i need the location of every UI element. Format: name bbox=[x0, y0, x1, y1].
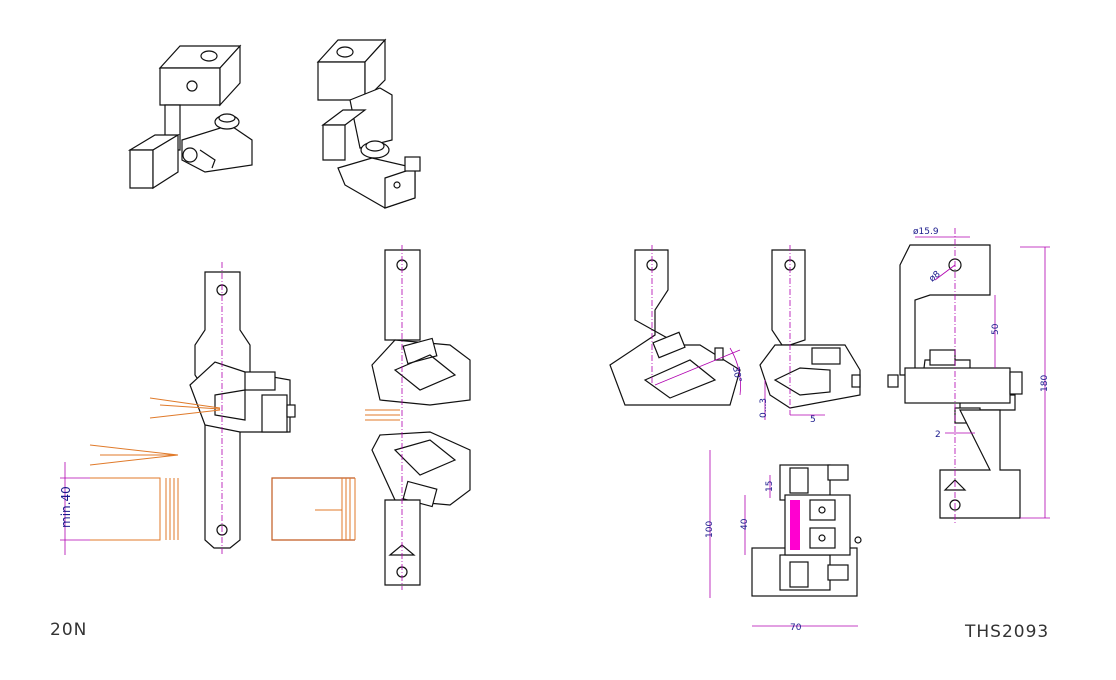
isometric-view-right bbox=[316, 38, 421, 209]
min-gap-label: min.40 bbox=[59, 486, 73, 528]
view-jaw-gap: 0...3 5 bbox=[759, 245, 861, 425]
model-caption-right: THS2093 bbox=[965, 622, 1050, 642]
view-top: 100 40 15 70 bbox=[705, 450, 862, 633]
range-label: 0...3 bbox=[759, 398, 769, 418]
view-side-frame: ø15.9 ø8 50 180 2 bbox=[887, 227, 1050, 525]
height-100-label: 100 bbox=[705, 521, 715, 538]
front-view-double-grip bbox=[365, 245, 471, 590]
width-40-label: 40 bbox=[740, 518, 750, 530]
angle-label: 30° bbox=[730, 366, 743, 383]
front-view-single-grip: min.40 bbox=[59, 262, 356, 555]
height-50-label: 50 bbox=[991, 323, 1001, 335]
height-180-label: 180 bbox=[1040, 375, 1050, 392]
model-caption-left: 20N bbox=[50, 620, 88, 640]
view-angled-jaw: 30° bbox=[609, 245, 743, 406]
width-70-label: 70 bbox=[790, 623, 802, 633]
offset-5-label: 5 bbox=[810, 415, 816, 425]
width-15-label: 15 bbox=[765, 481, 775, 492]
isometric-view-left bbox=[127, 44, 253, 190]
offset-2-label: 2 bbox=[935, 430, 941, 440]
hole-large-label: ø15.9 bbox=[913, 227, 939, 237]
